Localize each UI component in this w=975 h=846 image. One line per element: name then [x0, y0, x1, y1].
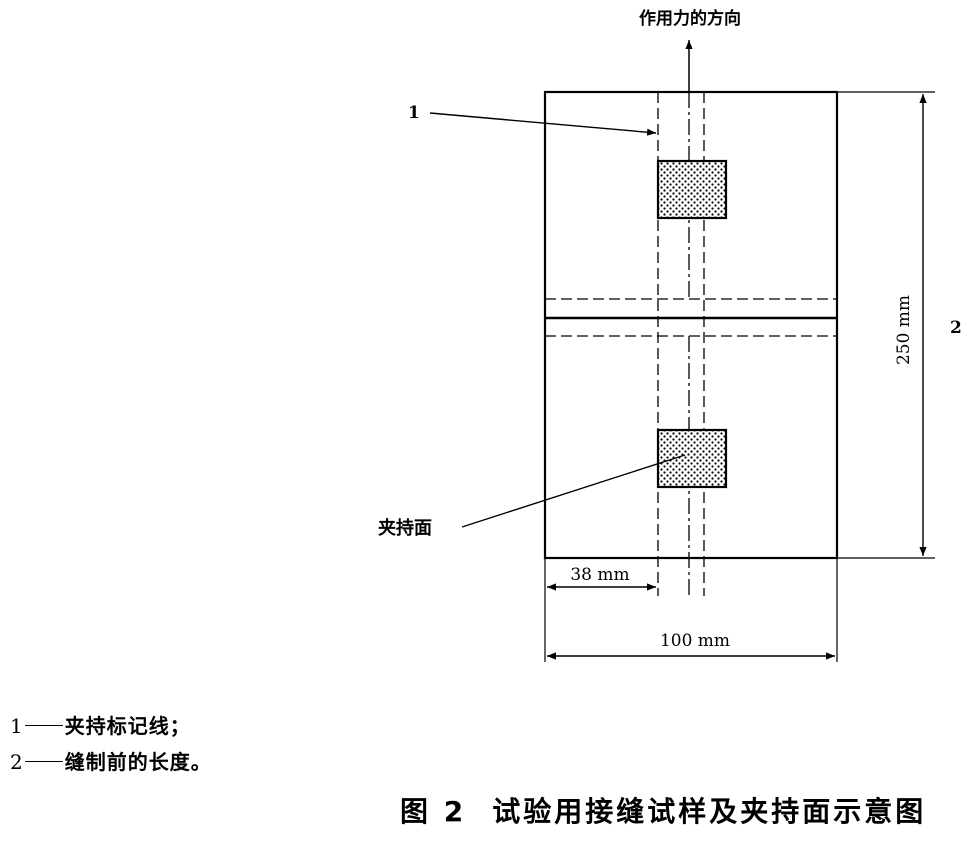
height-dimension-label: 250 mm [894, 295, 914, 365]
figure-title: 试验用接缝试样及夹持面示意图 [492, 795, 927, 828]
callout-1-label: 1 [408, 103, 420, 123]
legend-dash [24, 725, 63, 726]
callout-1-leader [429, 112, 657, 136]
grip-face-leader [461, 454, 686, 528]
grip-face-label: 夹持面 [378, 517, 432, 539]
legend-item-text: 缝制前的长度。 [64, 750, 212, 774]
callout-2-label: 2 [950, 318, 962, 338]
width-dimension-label: 100 mm [660, 631, 730, 651]
legend-item: 1 夹持标记线； [10, 708, 212, 744]
legend-item-text: 夹持标记线； [64, 714, 191, 738]
legend-item-number: 2 [10, 750, 23, 774]
figure-number: 图 2 [400, 795, 467, 828]
legend-item-number: 1 [10, 714, 23, 738]
legend-item: 2 缝制前的长度。 [10, 744, 212, 780]
grip-face-upper [656, 159, 728, 220]
legend: 1 夹持标记线； 2 缝制前的长度。 [10, 708, 212, 780]
grip-face-lower [656, 428, 728, 489]
offset-dimension-label: 38 mm [570, 565, 629, 585]
direction-label: 作用力的方向 [639, 8, 741, 29]
legend-dash [24, 761, 63, 762]
specimen-outline [543, 90, 839, 560]
figure-caption: 图 2 试验用接缝试样及夹持面示意图 [400, 790, 926, 830]
